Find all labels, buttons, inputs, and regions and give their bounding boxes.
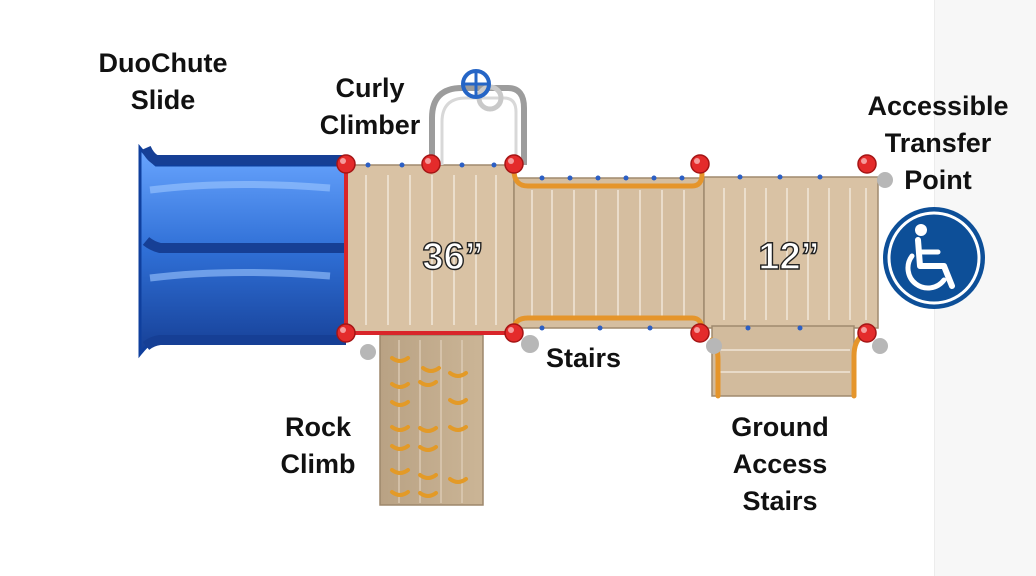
deck-platforms <box>345 164 879 397</box>
label-curly-climber: Curly Climber <box>300 70 440 144</box>
label-line: Ground <box>731 412 829 442</box>
deck-height-36: 36” <box>422 235 485 278</box>
label-line: Accessible <box>867 91 1009 121</box>
deck-edge-rails <box>344 165 514 335</box>
label-line: Access <box>732 449 828 479</box>
label-ground-access-stairs: Ground Access Stairs <box>700 409 860 520</box>
curly-climber-structure <box>429 69 527 165</box>
label-line: Stairs <box>742 486 818 516</box>
clamp-markers <box>365 162 823 331</box>
label-line: Rock <box>284 412 352 442</box>
wheelchair-icon <box>883 207 985 309</box>
label-duochute-slide: DuoChute Slide <box>78 45 248 119</box>
label-stairs: Stairs <box>546 343 622 373</box>
label-line: Point <box>904 165 972 195</box>
label-line: Transfer <box>884 128 992 158</box>
label-rock-climb: Rock Climb <box>262 409 374 483</box>
label-accessible-transfer-point: Accessible Transfer Point <box>848 88 1028 199</box>
label-line: DuoChute <box>98 48 228 78</box>
post-shadows <box>360 172 893 360</box>
support-posts <box>336 154 877 343</box>
label-line: Climber <box>319 110 421 140</box>
label-line: Climb <box>280 449 356 479</box>
rock-climb-panel <box>379 334 484 506</box>
label-line: Curly <box>335 73 405 103</box>
duochute-slide <box>138 143 348 359</box>
label-line: Slide <box>130 85 196 115</box>
deck-height-12: 12” <box>758 235 821 278</box>
